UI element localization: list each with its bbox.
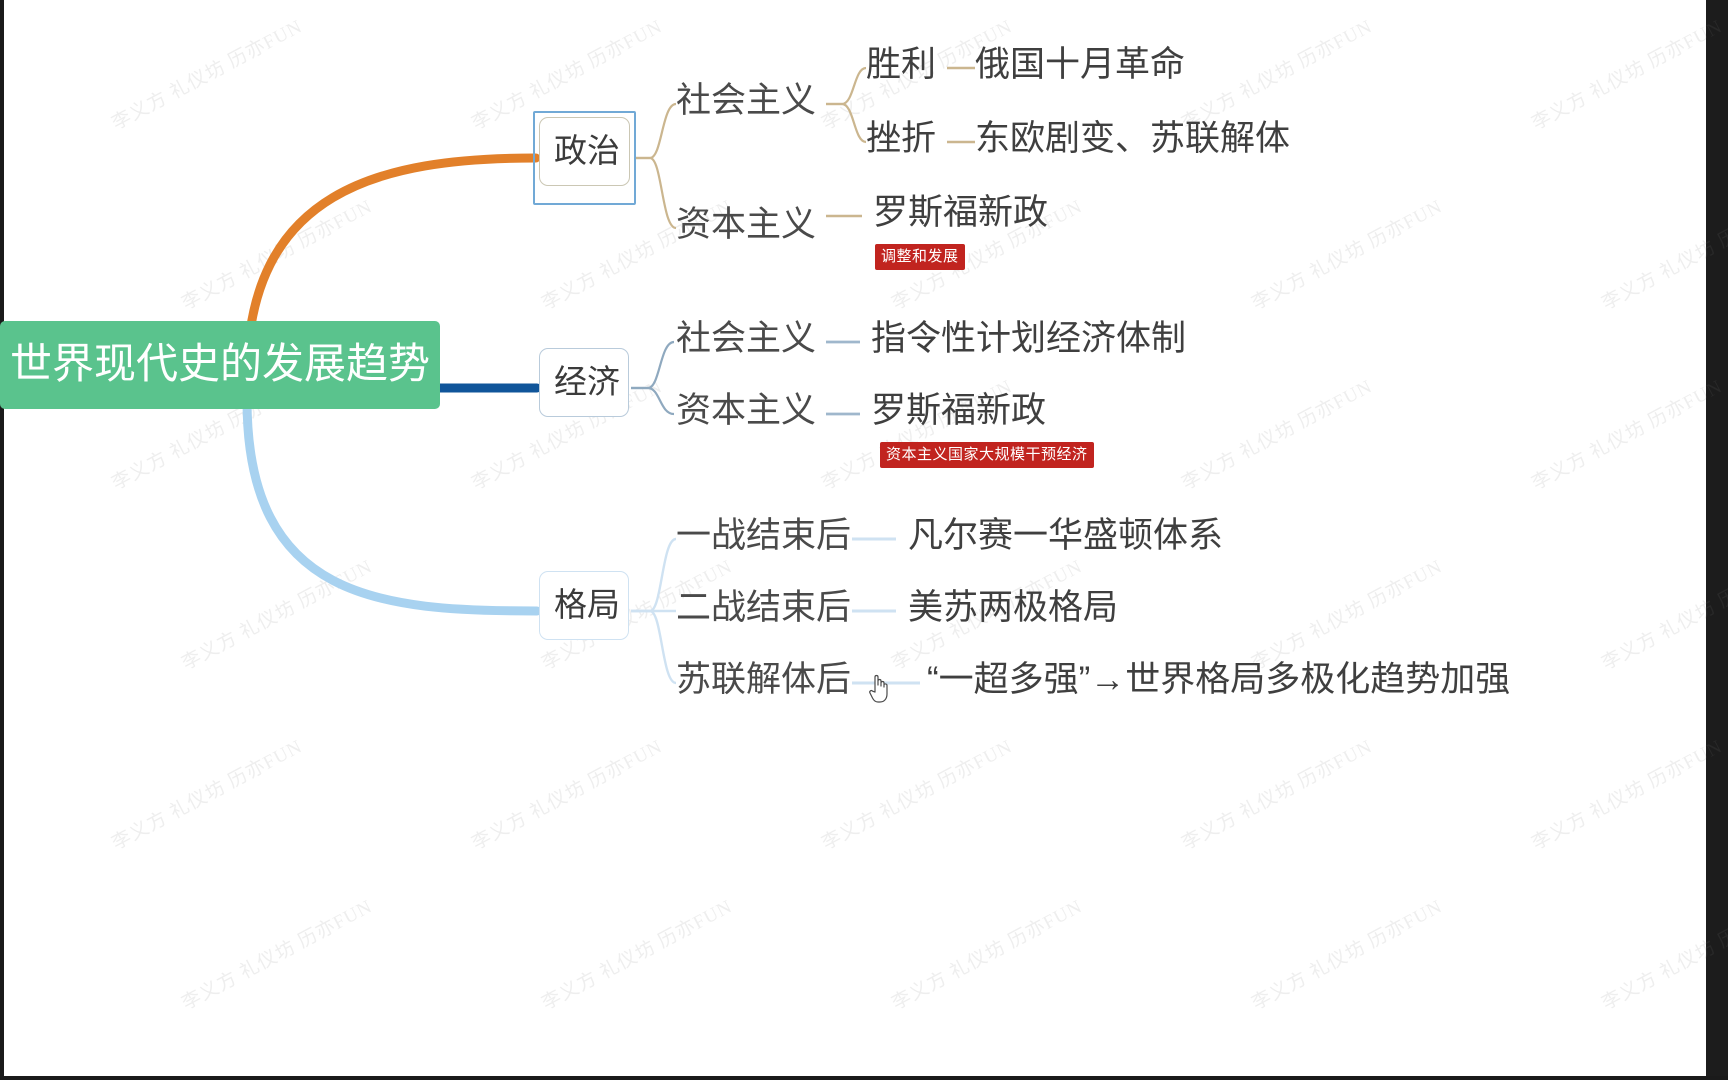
link-socialism-to-victory: [826, 66, 867, 106]
leaf-pattern-after-wwi[interactable]: 一战结束后: [676, 518, 851, 553]
watermark-text: 李义方 礼仪坊 历亦FUN: [1528, 16, 1726, 135]
leaf-label: 美苏两极格局: [908, 588, 1119, 627]
link-pattern-to-ussr: [631, 609, 677, 685]
frame-edge-right: [1706, 0, 1728, 1080]
leaf-politics-capitalism[interactable]: 资本主义: [676, 207, 816, 242]
leaf-label: 俄国十月革命: [975, 45, 1186, 84]
leaf-economy-capitalism[interactable]: 资本主义: [676, 393, 816, 428]
leaf-label: 社会主义: [676, 81, 817, 120]
leaf-label: 资本主义: [676, 205, 817, 244]
selection-ring-politics[interactable]: [533, 111, 636, 205]
leaf-label: 胜利: [866, 45, 937, 84]
leaf-politics-socialism[interactable]: 社会主义: [676, 83, 816, 118]
leaf-pattern-versailles-system[interactable]: 凡尔赛一华盛顿体系: [908, 518, 1223, 553]
watermark-text: 李义方 礼仪坊 历亦FUN: [108, 16, 306, 135]
watermark-text: 李义方 礼仪坊 历亦FUN: [108, 736, 306, 855]
leaf-politics-socialism-victory[interactable]: 胜利: [866, 47, 936, 82]
leaf-label: 苏联解体后: [676, 660, 852, 699]
watermark-text: 李义方 礼仪坊 历亦FUN: [1598, 196, 1728, 315]
leaf-label: 罗斯福新政: [873, 193, 1049, 232]
watermark-text: 李义方 礼仪坊 历亦FUN: [1528, 376, 1726, 495]
leaf-label: 凡尔赛一华盛顿体系: [908, 516, 1224, 555]
leaf-label: 一战结束后: [676, 516, 852, 555]
leaf-economy-planned-economy[interactable]: 指令性计划经济体制: [871, 321, 1186, 356]
watermark-text: 李义方 礼仪坊 历亦FUN: [1178, 16, 1376, 135]
pointer-hand-cursor-icon: [869, 674, 888, 703]
watermark-text: 李义方 礼仪坊 历亦FUN: [1248, 196, 1446, 315]
leaf-pattern-multipolar[interactable]: “一超多强”→世界格局多极化趋势加强: [927, 662, 1510, 697]
link-economy-to-capitalism: [631, 386, 675, 416]
leaf-label: 罗斯福新政: [871, 391, 1047, 430]
root-node[interactable]: 世界现代史的发展趋势: [0, 321, 441, 409]
link-politics-to-capitalism: [634, 156, 677, 230]
leaf-politics-victory-detail[interactable]: 俄国十月革命: [975, 47, 1185, 82]
leaf-label: 二战结束后: [676, 588, 852, 627]
leaf-label: 东欧剧变、苏联解体: [975, 119, 1291, 158]
badge-label: 资本主义国家大规模干预经济: [886, 446, 1088, 463]
branch-node-pattern[interactable]: 格局: [539, 571, 629, 640]
branch-node-economy[interactable]: 经济: [539, 348, 629, 417]
branch-node-politics-label: 政治: [554, 132, 620, 169]
branch-node-politics[interactable]: 政治: [539, 117, 630, 186]
link-socialism-to-setback: [826, 102, 867, 144]
watermark-text: 李义方 礼仪坊 历亦FUN: [178, 556, 376, 675]
branch-node-pattern-label: 格局: [554, 586, 620, 623]
watermark-text: 李义方 礼仪坊 历亦FUN: [1178, 736, 1376, 855]
watermark-text: 李义方 礼仪坊 历亦FUN: [178, 196, 376, 315]
link-pattern-to-wwi: [631, 537, 677, 613]
frame-edge-left: [0, 0, 4, 1080]
link-economy-to-socialism: [631, 340, 675, 390]
branch-node-economy-label: 经济: [554, 363, 620, 400]
badge-economy-newdeal: 资本主义国家大规模干预经济: [880, 442, 1094, 468]
link-politics-to-socialism: [634, 102, 677, 160]
badge-politics-newdeal: 调整和发展: [875, 244, 965, 270]
leaf-economy-capitalism-newdeal[interactable]: 罗斯福新政: [871, 393, 1046, 428]
leaf-economy-socialism[interactable]: 社会主义: [676, 321, 816, 356]
badge-label: 调整和发展: [881, 248, 959, 265]
watermark-text: 李义方 礼仪坊 历亦FUN: [818, 736, 1016, 855]
leaf-pattern-bipolar[interactable]: 美苏两极格局: [908, 590, 1118, 625]
watermark-text: 李义方 礼仪坊 历亦FUN: [468, 736, 666, 855]
leaf-politics-socialism-setback[interactable]: 挫折: [866, 121, 936, 156]
watermark-text: 李义方 礼仪坊 历亦FUN: [178, 896, 376, 1015]
watermark-text: 李义方 礼仪坊 历亦FUN: [888, 896, 1086, 1015]
watermark-text: 李义方 礼仪坊 历亦FUN: [538, 896, 736, 1015]
watermark-text: 李义方 礼仪坊 历亦FUN: [1248, 556, 1446, 675]
root-node-label: 世界现代史的发展趋势: [10, 340, 431, 387]
watermark-text: 李义方 礼仪坊 历亦FUN: [1178, 376, 1376, 495]
watermark-text: 李义方 礼仪坊 历亦FUN: [1248, 896, 1446, 1015]
leaf-label: 挫折: [866, 119, 937, 158]
leaf-label: 指令性计划经济体制: [871, 319, 1187, 358]
leaf-pattern-after-wwii[interactable]: 二战结束后: [676, 590, 851, 625]
watermark-text: 李义方 礼仪坊 历亦FUN: [1598, 556, 1728, 675]
frame-edge-bottom: [0, 1076, 1728, 1080]
watermark-text: 李义方 礼仪坊 历亦FUN: [1598, 896, 1728, 1015]
link-root-to-pattern: [242, 395, 542, 616]
leaf-label: “一超多强”→世界格局多极化趋势加强: [927, 660, 1511, 699]
leaf-label: 社会主义: [676, 319, 817, 358]
leaf-politics-setback-detail[interactable]: 东欧剧变、苏联解体: [975, 121, 1290, 156]
watermark-text: 李义方 礼仪坊 历亦FUN: [1528, 736, 1726, 855]
leaf-pattern-after-ussr-collapse[interactable]: 苏联解体后: [676, 662, 851, 697]
leaf-label: 资本主义: [676, 391, 817, 430]
leaf-politics-capitalism-newdeal[interactable]: 罗斯福新政: [873, 195, 1048, 230]
